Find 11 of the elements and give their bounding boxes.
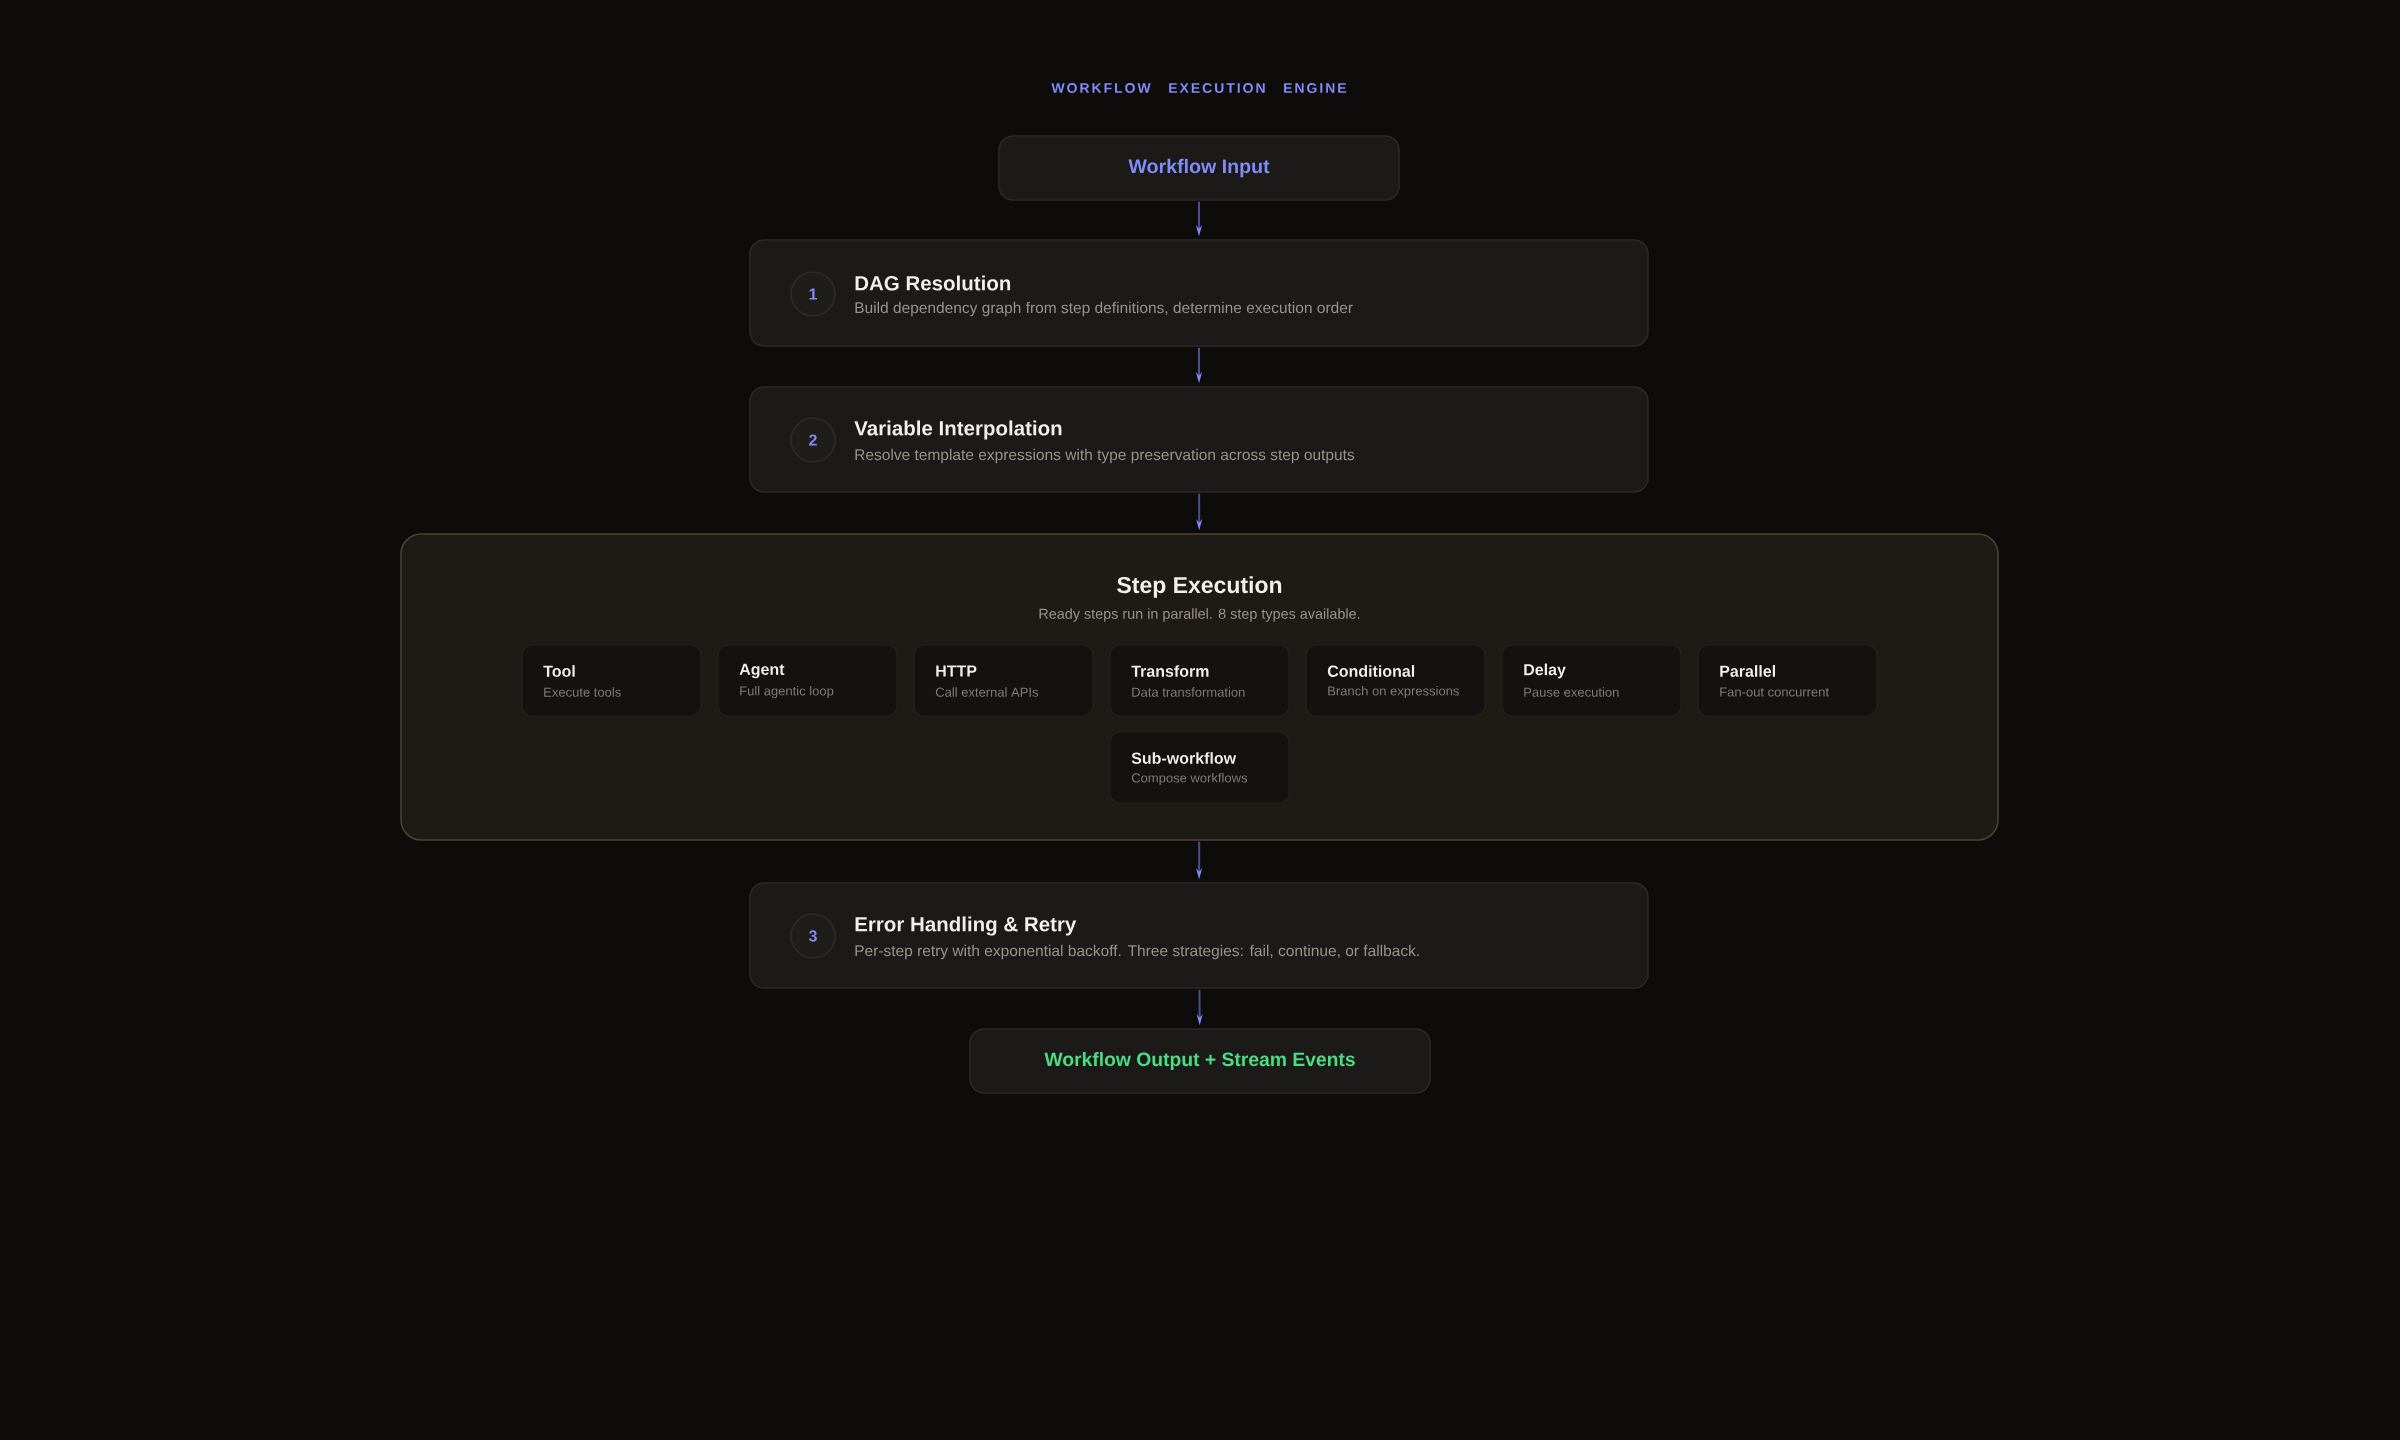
step-type-card: Parallel Fan-out concurrent bbox=[1697, 644, 1878, 717]
step-type-card: Tool Execute tools bbox=[521, 644, 702, 717]
input-box: Workflow Input bbox=[998, 135, 1400, 201]
step-type-card: Transform Data transformation bbox=[1109, 644, 1290, 717]
step-type-card: HTTP Call external APIs bbox=[913, 644, 1094, 717]
step-type-card: Delay Pause execution bbox=[1501, 644, 1682, 717]
diagram-title: WORKFLOW EXECUTION ENGINE bbox=[1051, 83, 1347, 93]
output-box: Workflow Output + Stream Events bbox=[969, 1028, 1431, 1094]
step-type-card: Sub-workflow Compose workflows bbox=[1109, 731, 1290, 804]
step-type-card: Agent Full agentic loop bbox=[717, 644, 898, 717]
step-type-card: Conditional Branch on expressions bbox=[1305, 644, 1486, 717]
